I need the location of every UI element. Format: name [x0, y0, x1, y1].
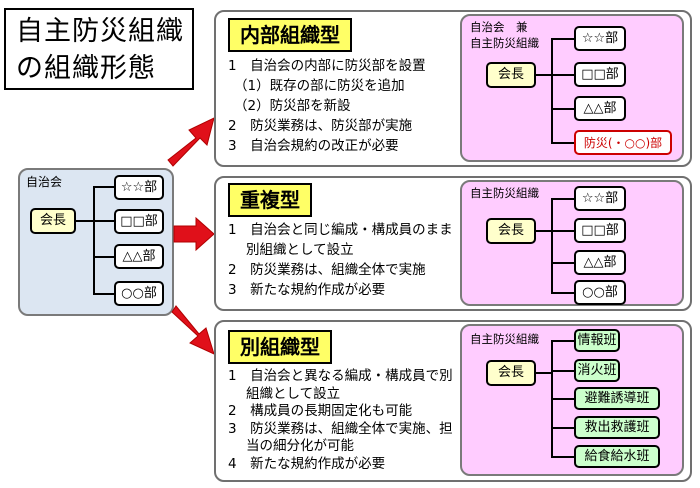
title-line-2: の組織形態 [16, 53, 156, 84]
connector [551, 108, 575, 110]
connector [551, 38, 553, 142]
left-org-head: 会長 [30, 208, 76, 234]
desc-line: 3 防災業務は、組織全体で実施、担 [228, 420, 453, 437]
panel-duplicate-dept-1: ☆☆部 [574, 186, 626, 211]
connector [551, 398, 575, 400]
connector [76, 220, 94, 222]
desc-line: 2 防災業務は、防災部が実施 [228, 118, 413, 134]
desc-line: 3 自治会規約の改正が必要 [228, 138, 399, 154]
panel-separate-type-label: 別組織型 [228, 330, 332, 364]
desc-line: 別組織として設立 [246, 242, 354, 258]
panel-duplicate-dept-3: △△部 [574, 250, 626, 275]
desc-line: 2 防災業務は、組織全体で実施 [228, 262, 426, 278]
connector [93, 186, 95, 294]
panel-duplicate-dept-4: ○○部 [574, 280, 626, 305]
panel-internal-dept-2: □□部 [574, 62, 626, 87]
panel-internal-dept-1: ☆☆部 [574, 26, 626, 51]
connector [551, 456, 575, 458]
desc-line: 1 自治会の内部に防災部を設置 [228, 58, 426, 74]
connector [551, 74, 575, 76]
panel-internal-dept-3: △△部 [574, 96, 626, 121]
panel-internal-type-label: 内部組織型 [228, 18, 352, 52]
panel-separate-dept-1: 情報班 [574, 329, 620, 352]
connector [551, 230, 575, 232]
panel-internal-org-label-1: 自治会 兼 [470, 20, 528, 34]
desc-line: 1 自治会と同じ編成・構成員のまま [228, 222, 453, 238]
desc-line: 1 自治会と異なる編成・構成員で別 [228, 368, 453, 384]
panel-duplicate-head: 会長 [486, 218, 536, 244]
panel-duplicate-org-label: 自主防災組織 [470, 186, 539, 200]
panel-separate-dept-3: 避難誘導班 [574, 387, 660, 410]
connector [551, 340, 575, 342]
connector [93, 293, 115, 295]
connector [551, 370, 575, 372]
connector [551, 427, 575, 429]
panel-separate-dept-5: 給食給水班 [574, 445, 660, 468]
panel-separate-dept-4: 救出救護班 [574, 416, 660, 439]
title-line-1: 自主防災組織 [16, 16, 184, 47]
arrow-to-duplicate [173, 216, 215, 252]
desc-line: 4 新たな規約作成が必要 [228, 455, 386, 472]
connector [551, 142, 575, 144]
diagram-title: 自主防災組織 の組織形態 [4, 8, 194, 90]
left-org-dept-4: ○○部 [114, 281, 164, 306]
panel-separate-dept-2: 消火班 [574, 359, 620, 382]
connector [551, 292, 575, 294]
left-org-label: 自治会 [26, 175, 63, 189]
connector [536, 230, 552, 232]
desc-line: 3 新たな規約作成が必要 [228, 282, 386, 298]
desc-line: （2）防災部を新設 [234, 98, 351, 114]
panel-internal-org-label-2: 自主防災組織 [470, 36, 539, 50]
left-org-dept-2: □□部 [114, 209, 164, 234]
panel-internal-description: 1 自治会の内部に防災部を設置 （1）既存の部に防災を追加 （2）防災部を新設 … [228, 56, 426, 156]
connector [93, 186, 115, 188]
panel-duplicate-description: 1 自治会と同じ編成・構成員のまま 別組織として設立 2 防災業務は、組織全体で… [228, 220, 453, 300]
panel-separate-org-label: 自主防災組織 [470, 332, 539, 346]
desc-line: 組織として設立 [246, 385, 341, 402]
connector [551, 38, 575, 40]
connector [551, 262, 575, 264]
desc-line: 2 構成員の長期固定化も可能 [228, 403, 413, 419]
panel-duplicate-type-label: 重複型 [228, 183, 312, 217]
panel-internal-head: 会長 [486, 62, 536, 88]
connector [93, 256, 115, 258]
connector [536, 372, 552, 374]
panel-internal-disaster-dept: 防災(・○○)部 [574, 130, 672, 155]
panel-separate-description: 1 自治会と異なる編成・構成員で別 組織として設立 2 構成員の長期固定化も可能… [228, 368, 453, 473]
arrow-to-internal [167, 117, 215, 167]
connector [536, 74, 552, 76]
desc-line: 当の細分化が可能 [246, 438, 354, 454]
left-org-dept-1: ☆☆部 [114, 175, 164, 200]
panel-duplicate-dept-2: □□部 [574, 218, 626, 243]
panel-separate-head: 会長 [486, 360, 536, 386]
desc-line: （1）既存の部に防災を追加 [234, 78, 405, 94]
left-org-dept-3: △△部 [114, 244, 164, 269]
connector [551, 198, 553, 292]
connector [93, 220, 115, 222]
connector [551, 198, 575, 200]
arrow-to-separate [171, 305, 215, 355]
